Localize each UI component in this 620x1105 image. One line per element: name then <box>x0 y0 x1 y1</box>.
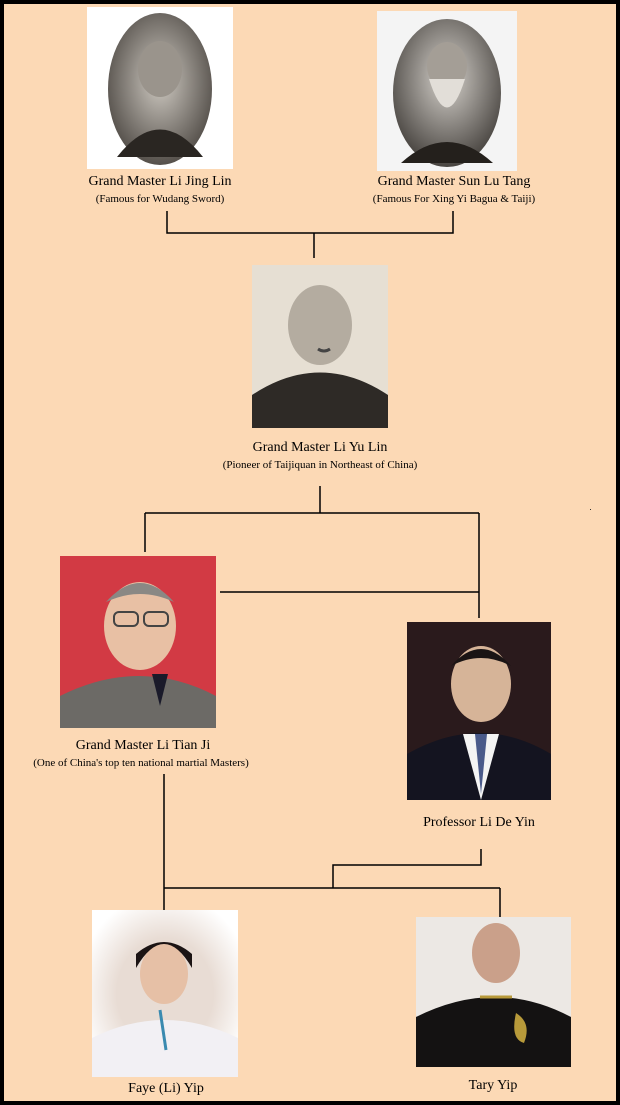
photo-tary-yip <box>416 917 571 1067</box>
photo-li-de-yin <box>407 622 551 800</box>
name-li-de-yin: Professor Li De Yin <box>423 815 535 830</box>
name-li-jing-lin: Grand Master Li Jing Lin <box>88 174 232 189</box>
connector-sun-lu-tang <box>314 211 454 234</box>
name-faye-yip: Faye (Li) Yip <box>128 1081 204 1096</box>
connector-li-de-yin-down <box>332 849 482 888</box>
stray-dot <box>590 509 591 510</box>
photo-li-jing-lin <box>87 7 233 169</box>
name-sun-lu-tang: Grand Master Sun Lu Tang <box>377 174 531 189</box>
subtitle-li-yu-lin: (Pioneer of Taijiquan in Northeast of Ch… <box>222 459 418 471</box>
connector-li-jing-lin <box>166 211 314 234</box>
photo-li-tian-ji <box>60 556 216 728</box>
portrait-oval-sepia-icon <box>108 13 212 165</box>
name-li-tian-ji: Grand Master Li Tian Ji <box>75 738 211 753</box>
portrait-sepia-icon <box>252 265 388 428</box>
subtitle-li-jing-lin: (Famous for Wudang Sword) <box>95 193 225 205</box>
photo-li-yu-lin <box>252 265 388 428</box>
portrait-oval-bearded-icon <box>393 19 501 167</box>
name-tary-yip: Tary Yip <box>468 1078 518 1093</box>
name-li-yu-lin: Grand Master Li Yu Lin <box>252 440 388 455</box>
photo-sun-lu-tang <box>377 11 517 171</box>
portrait-dark-background-icon <box>407 622 551 800</box>
photo-faye-yip <box>92 910 238 1077</box>
subtitle-sun-lu-tang: (Famous For Xing Yi Bagua & Taiji) <box>372 193 536 205</box>
connector-lines <box>144 211 501 917</box>
portrait-black-uniform-icon <box>416 917 571 1067</box>
subtitle-li-tian-ji: (One of China's top ten national martial… <box>33 757 249 769</box>
portrait-white-uniform-icon <box>92 910 238 1077</box>
portrait-red-background-icon <box>60 556 216 728</box>
